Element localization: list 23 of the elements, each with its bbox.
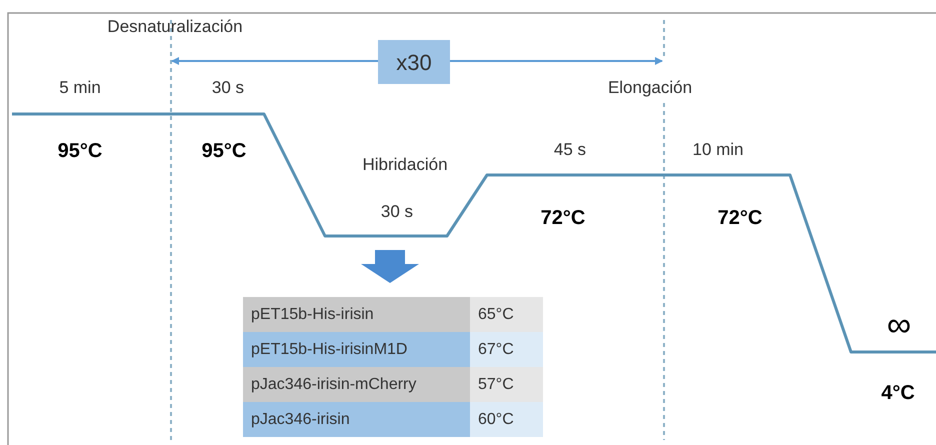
temperature-label: 4°C	[881, 381, 915, 406]
step-label: 45 s	[554, 139, 586, 161]
table-cell: 57°C	[470, 367, 543, 402]
table-cell: 67°C	[470, 332, 543, 367]
temperature-label: 95°C	[58, 139, 102, 164]
step-label: 30 s	[380, 201, 414, 223]
step-label: Elongación	[608, 77, 692, 99]
repeat-count-box: x30	[378, 40, 450, 84]
table-cell: pJac346-irisin-mCherry	[243, 367, 470, 402]
step-label: Desnaturalización	[107, 16, 243, 38]
table-cell: 65°C	[470, 297, 543, 332]
infinity-symbol: ∞	[886, 308, 912, 342]
step-label: 30 s	[212, 77, 244, 99]
temperature-label: 72°C	[718, 206, 762, 231]
step-label: 5 min	[59, 77, 101, 99]
temperature-label: 95°C	[202, 139, 246, 164]
step-label: Hibridación	[362, 154, 448, 176]
table-cell: pET15b-His-irisin	[243, 297, 470, 332]
table-cell: pET15b-His-irisinM1D	[243, 332, 470, 367]
table-cell: pJac346-irisin	[243, 402, 470, 437]
step-label: 10 min	[692, 139, 744, 161]
table-cell: 60°C	[470, 402, 543, 437]
temperature-label: 72°C	[540, 206, 586, 231]
